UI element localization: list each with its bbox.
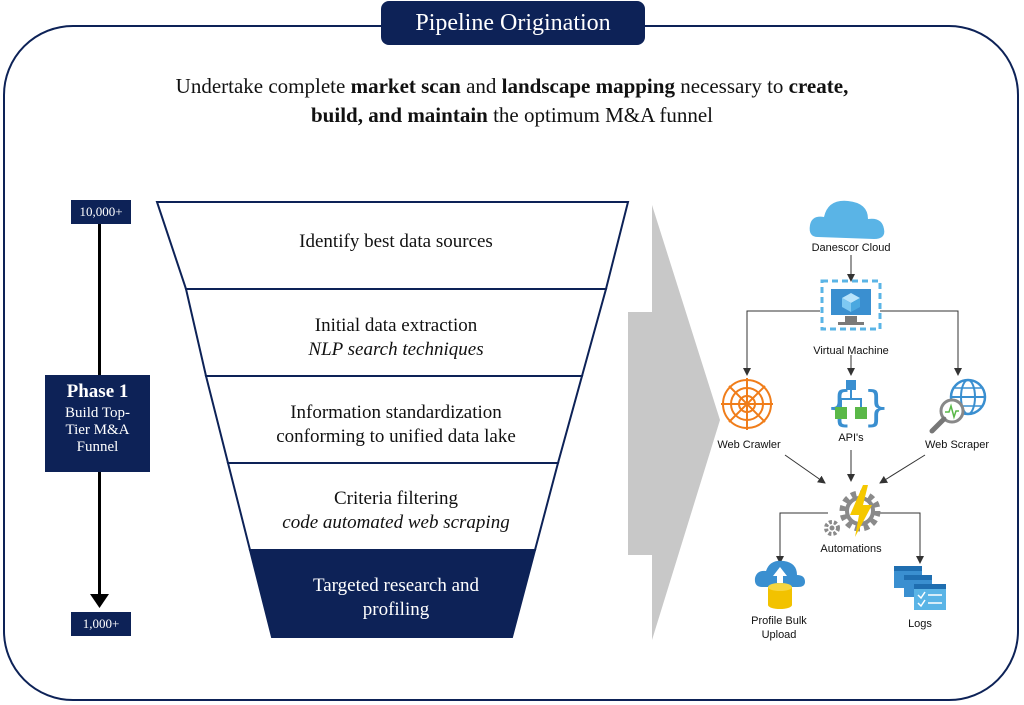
timeline-line-lower: [98, 472, 101, 599]
stage-subtitle: code automated web scraping: [282, 512, 510, 533]
page-title: Pipeline Origination: [381, 1, 645, 45]
api-icon: { }: [826, 380, 890, 431]
funnel-stage-4: Criteria filtering code automated web sc…: [186, 487, 606, 535]
subtitle-bold: market scan: [350, 74, 461, 98]
stage-subtitle: conforming to unified data lake: [276, 426, 516, 447]
funnel-stage-2: Initial data extraction NLP search techn…: [186, 314, 606, 362]
subtitle-bold: build, and maintain: [311, 103, 488, 127]
stage-subtitle: profiling: [362, 599, 430, 620]
phase-description: Build Top-Tier M&A Funnel: [65, 405, 130, 455]
spider-web-icon: [721, 378, 773, 430]
stage-title: Information standardization: [290, 402, 502, 423]
connector-vm-scraper: [880, 310, 962, 376]
automations-label: Automations: [820, 543, 882, 555]
phase-box: Phase 1 Build Top-Tier M&A Funnel: [45, 375, 150, 472]
globe-search-icon: [929, 378, 987, 434]
flow-arrow: [628, 205, 720, 640]
subtitle-part: Undertake complete: [175, 74, 351, 98]
architecture-diagram: { }: [721, 200, 987, 610]
vm-label: Virtual Machine: [813, 345, 889, 357]
upload-label-line1: Profile Bulk: [751, 615, 807, 627]
scraper-label: Web Scraper: [925, 439, 989, 451]
svg-text:{: {: [826, 382, 853, 431]
stage-title: Criteria filtering: [334, 488, 458, 509]
stage-title: Targeted research and: [312, 575, 480, 596]
logs-icon: [894, 566, 946, 610]
down-arrow-icon: [90, 594, 109, 608]
connector-vm-crawler: [743, 310, 820, 376]
upload-label: Profile Bulk Upload: [724, 614, 834, 642]
phase-title: Phase 1: [66, 381, 129, 402]
subtitle-bold: landscape mapping: [501, 74, 675, 98]
connector-auto-logs: [880, 512, 924, 564]
top-count-badge: 10,000+: [71, 200, 131, 224]
logs-label: Logs: [908, 618, 932, 630]
stage-subtitle: NLP search techniques: [308, 339, 484, 360]
connector-crawler-auto: [784, 454, 826, 484]
funnel-stage-3: Information standardization conforming t…: [186, 401, 606, 449]
stage-title: Initial data extraction: [314, 315, 478, 336]
bottom-count-badge: 1,000+: [71, 612, 131, 636]
subtitle: Undertake complete market scan and lands…: [100, 72, 924, 130]
timeline-line-upper: [98, 224, 101, 375]
upload-label-line2: Upload: [761, 629, 797, 641]
connector-auto-upload: [776, 512, 828, 564]
api-label: API's: [838, 432, 864, 444]
cloud-icon: [809, 200, 885, 239]
crawler-label: Web Crawler: [717, 439, 781, 451]
connector-scraper-auto: [879, 454, 926, 484]
cloud-upload-icon: [754, 560, 805, 609]
subtitle-part: the optimum M&A funnel: [487, 103, 713, 127]
subtitle-bold: create,: [788, 74, 849, 98]
svg-text:}: }: [863, 382, 890, 431]
funnel-stage-1: Identify best data sources: [186, 230, 606, 254]
subtitle-part: and: [460, 74, 502, 98]
stage-title: Identify best data sources: [299, 231, 493, 252]
funnel-stage-5-shape: [248, 549, 537, 638]
subtitle-part: necessary to: [674, 74, 789, 98]
cloud-label: Danescor Cloud: [811, 242, 891, 254]
funnel-stage-5: Targeted research and profiling: [186, 574, 606, 622]
gear-bolt-icon: [824, 485, 881, 537]
virtual-machine-icon: [820, 279, 882, 331]
